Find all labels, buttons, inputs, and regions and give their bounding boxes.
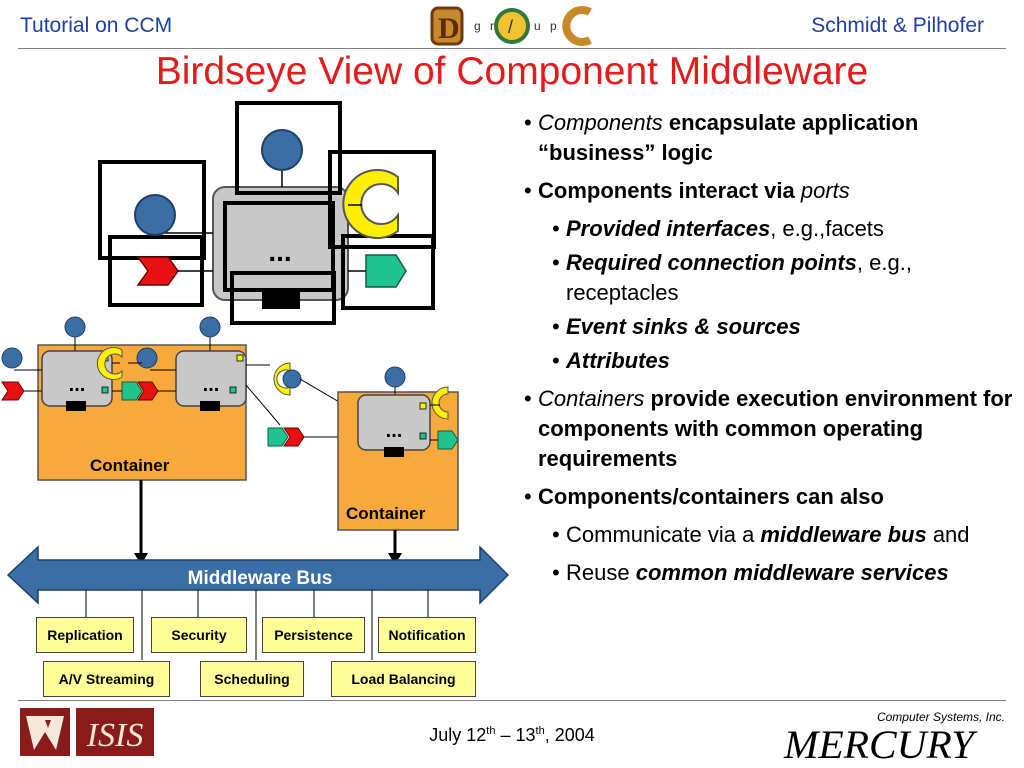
service-security: Security xyxy=(151,617,247,653)
facet-icon xyxy=(64,316,86,338)
service-persistence: Persistence xyxy=(262,617,365,653)
mercury-logo: Computer Systems, Inc. MERCURY xyxy=(783,710,1005,764)
event-sink-icon xyxy=(365,254,407,288)
bullet-marker: • xyxy=(552,250,560,275)
sub-bullet-event-sinks-sources: • Event sinks & sources xyxy=(520,312,1015,342)
logo-letter-d: D xyxy=(438,12,460,45)
service-replication: Replication xyxy=(36,617,134,653)
receptacle-icon xyxy=(342,169,399,239)
receptacle-icon xyxy=(96,347,123,380)
frame-right xyxy=(328,150,436,249)
frame-center xyxy=(223,201,335,292)
bullet-marker: • xyxy=(552,314,560,339)
isis-text: ISIS xyxy=(86,717,144,754)
event-source-icon xyxy=(1,381,25,401)
bullet-list: • Components encapsulate application “bu… xyxy=(520,108,1015,592)
doc-group-logo: D g r / u p C xyxy=(430,6,592,46)
bullet-marker: • xyxy=(524,386,532,411)
bullet-marker: • xyxy=(552,216,560,241)
logo-letter-p: p xyxy=(550,19,557,33)
arrow-down-icon xyxy=(388,553,402,565)
event-source-icon xyxy=(283,427,305,447)
header-divider xyxy=(18,48,1006,49)
bullet-components-containers: • Components/containers can also xyxy=(520,482,1015,512)
header-right-authors: Schmidt & Pilhofer xyxy=(811,14,984,37)
service-scheduling: Scheduling xyxy=(200,661,304,697)
large-component-dots: ... xyxy=(268,236,291,267)
service-av-streaming: A/V Streaming xyxy=(43,661,170,697)
mercury-tagline: Computer Systems, Inc. xyxy=(877,710,1005,724)
bullet-ports: • Components interact via ports xyxy=(520,176,1015,206)
middleware-bus-label: Middleware Bus xyxy=(187,568,333,589)
footer-date: July 12th – 13th, 2004 xyxy=(429,725,595,745)
free-ports xyxy=(267,362,359,447)
frame-bottom xyxy=(230,271,336,325)
attribute-icon xyxy=(200,401,220,411)
facet-icon xyxy=(134,194,176,236)
receptacle-icon xyxy=(273,362,291,396)
event-sink-icon xyxy=(121,381,143,401)
attribute-icon xyxy=(384,447,404,457)
bullet-marker: • xyxy=(552,522,560,547)
event-source-icon xyxy=(137,381,159,401)
sub-bullet-reuse: • Reuse common middleware services xyxy=(520,558,1015,588)
sub-bullet-communicate: • Communicate via a middleware bus and xyxy=(520,520,1015,550)
attribute-icon xyxy=(262,291,300,309)
facet-icon xyxy=(136,347,158,369)
footer-divider xyxy=(18,700,1006,701)
sub-bullet-required-connection-points: • Required connection points, e.g., rece… xyxy=(552,250,912,305)
facet-icon xyxy=(261,129,303,171)
component-dots: ... xyxy=(203,374,220,396)
sub-bullet-provided-interfaces: • Provided interfaces, e.g.,facets xyxy=(520,214,1015,244)
logo-letter-g: g xyxy=(474,19,481,33)
facet-icon xyxy=(282,369,302,389)
logo-letter-u: u xyxy=(534,19,541,33)
service-load-balancing: Load Balancing xyxy=(331,661,476,697)
container-left-label: Container xyxy=(90,456,170,475)
facet-icon xyxy=(199,316,221,338)
bullet-marker: • xyxy=(524,484,532,509)
bullet-marker: • xyxy=(552,560,560,585)
container-right-label: Container xyxy=(346,504,426,523)
bullet-components: • Components encapsulate application “bu… xyxy=(524,110,919,165)
facet-icon xyxy=(384,366,406,388)
frame-top xyxy=(235,101,342,195)
bullet-marker: • xyxy=(524,110,532,135)
bullet-marker: • xyxy=(552,348,560,373)
bullet-marker: • xyxy=(524,178,532,203)
container-right: ... xyxy=(337,366,459,531)
logo-letter-r: r xyxy=(490,19,494,33)
container-left: ... ... xyxy=(1,316,281,481)
logo-letter-slash: / xyxy=(508,17,513,37)
large-component: ... xyxy=(98,101,436,325)
event-sink-icon xyxy=(437,430,459,450)
component-dots: ... xyxy=(386,420,403,442)
component-dots: ... xyxy=(69,374,86,396)
page-title: Birdseye View of Component Middleware xyxy=(155,50,869,93)
event-sink-icon xyxy=(267,427,289,447)
bullet-containers: • Containers provide execution environme… xyxy=(524,386,1013,471)
service-notification: Notification xyxy=(378,617,476,653)
header-left-title: Tutorial on CCM xyxy=(20,14,173,37)
event-source-icon xyxy=(136,256,179,286)
mercury-wordmark: MERCURY xyxy=(783,722,978,764)
arrow-down-icon xyxy=(134,553,148,565)
receptacle-icon xyxy=(431,386,449,420)
sub-bullet-attributes: • Attributes xyxy=(520,346,1015,376)
middleware-bus-arrow xyxy=(6,545,510,605)
attribute-icon xyxy=(66,401,86,411)
facet-icon xyxy=(1,347,23,369)
component-middleware-diagram: ... ... xyxy=(1,101,510,660)
isis-logo: ISIS xyxy=(20,708,154,756)
